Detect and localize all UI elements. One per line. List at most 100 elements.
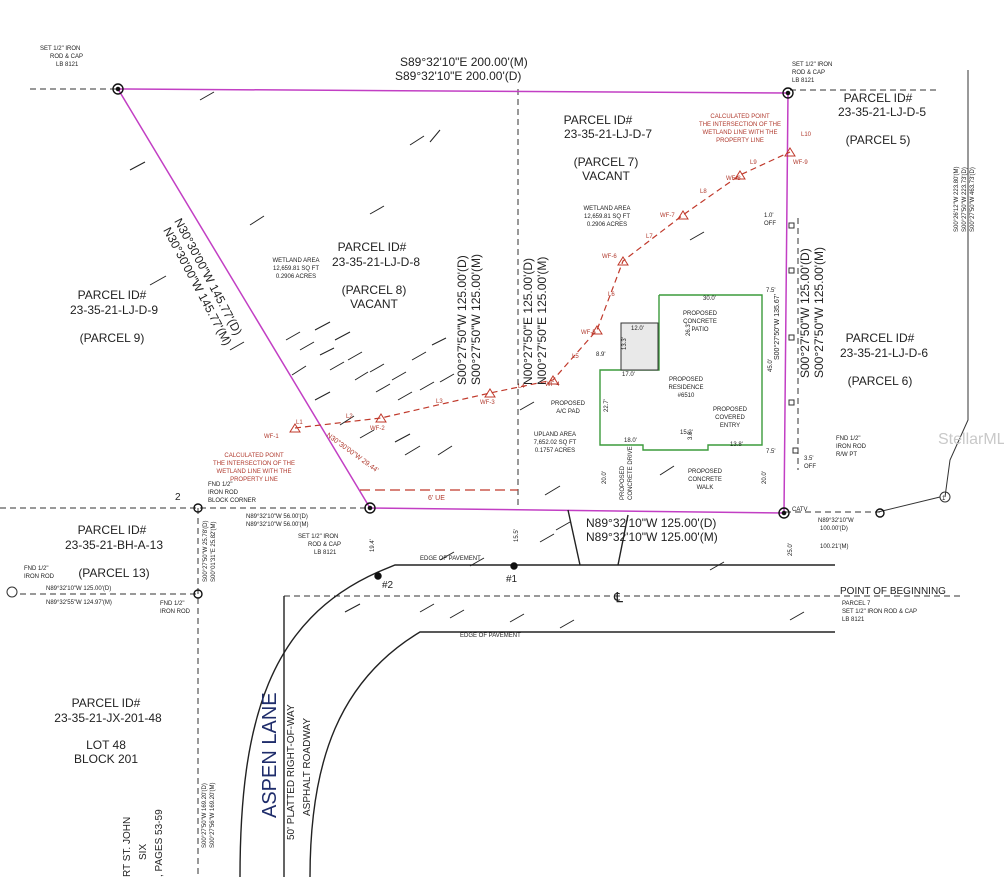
bearing-mid-1: S00°27'50"W 125.00'(D) (455, 255, 469, 385)
dim-18: 18.0' (624, 438, 637, 444)
l6-label: L6 (608, 292, 615, 298)
parcel-6-name: (PARCEL 6) (848, 374, 913, 388)
bearing-north-deed: S89°32'10"E 200.00'(D) (395, 69, 521, 83)
note-wetland-a-3: 0.2906 ACRES (276, 274, 316, 280)
wf-1-label: WF-1 (264, 434, 279, 440)
note-upland-2: 7,652.02 SQ FT (534, 440, 577, 446)
note-edge-2: EDGE OF PAVEMENT (460, 633, 521, 639)
wetland-labels: WF-1 WF-2 WF-3 WF-4 WF-5 WF-6 WF-7 WF-8 … (264, 132, 812, 440)
dim-227: 22.7' (604, 399, 610, 412)
note-entry-1: PROPOSED (713, 407, 748, 413)
l2-label: L2 (346, 414, 353, 420)
parcel-6-id: PARCEL ID# (846, 331, 915, 345)
dim-200a: 20.0' (602, 471, 608, 484)
utility-posts (788, 222, 799, 454)
dim-75a: 7.5' (766, 288, 776, 294)
note-upland-3: 0.1757 ACRES (535, 448, 575, 454)
note-patio-1: PROPOSED (683, 311, 718, 317)
bearing-east-ext-1: N89°32'10"W (818, 518, 854, 524)
note-calc-sw-1: CALCULATED POINT (224, 453, 284, 459)
dim-250: 25.0' (788, 543, 794, 556)
lot-lines (0, 88, 960, 877)
note-off-1: 1.0' (764, 213, 774, 219)
parcel-5-id: PARCEL ID# (844, 91, 913, 105)
note-set-s-2: ROD & CAP (308, 542, 341, 548)
bearing-sw-diag: N30°30'00"W 29.44' (325, 431, 380, 474)
note-set-iron-nw-1: SET 1/2" IRON (40, 46, 80, 52)
road-type: ASPHALT ROADWAY (302, 718, 313, 816)
note-set-s-1: SET 1/2" IRON (298, 534, 338, 540)
plat-reference: RT ST. JOHN SIX , PAGES 53-59 (122, 809, 165, 877)
note-walk-2: CONCRETE (688, 477, 722, 483)
dim-194: 19.4' (370, 539, 376, 552)
note-entry-2: COVERED (715, 415, 745, 421)
parcel-9-num: 23-35-21-LJ-D-9 (70, 303, 158, 317)
lot48-id: PARCEL ID# (72, 696, 141, 710)
note-calc-ne-2: THE INTERSECTION OF THE (699, 122, 781, 128)
bearing-mid-4: N00°27'50"E 125.00'(M) (535, 257, 549, 385)
bearing-far-east-2: S00°27'50"W 223.73'(D) (962, 167, 968, 232)
dim-200b: 20.0' (762, 471, 768, 484)
lot48-num: 23-35-21-JX-201-48 (54, 711, 162, 725)
bearing-lot48-1: S00°27'50"W 169.20'(D) (202, 783, 208, 848)
note-drive-1: PROPOSED (620, 465, 626, 500)
wetland-markers (289, 147, 796, 433)
parcel-7-status: VACANT (582, 169, 630, 183)
note-calc-ne-1: CALCULATED POINT (710, 114, 770, 120)
tree-symbols (129, 91, 805, 629)
note-set-iron-nw-2: ROD & CAP (50, 54, 83, 60)
note-set-iron-ne-2: ROD & CAP (792, 70, 825, 76)
note-pob-4: LB 8121 (842, 617, 865, 623)
note-fnd-rod-2: IRON ROD (208, 490, 239, 496)
note-circle-2: 2 (175, 492, 181, 503)
note-fnd-rw-1: FND 1/2" (836, 436, 860, 442)
dimension-labels: 30.0' 12.0' 45.0' 17.0' 13.3' 22.7' 18.0… (370, 288, 794, 556)
wf-5-label: WF-5 (581, 330, 596, 336)
dim-30b: 3.0' (688, 431, 694, 441)
note-res-3: #6510 (678, 393, 695, 399)
parcel-13-id: PARCEL ID# (78, 523, 147, 537)
l5-label: L5 (572, 354, 579, 360)
bearing-east-1: S00°27'50"W 125.00'(D) (798, 248, 812, 378)
dim-138: 13.8' (730, 442, 743, 448)
note-upland-1: UPLAND AREA (534, 432, 576, 438)
road-name: ASPEN LANE (259, 692, 281, 818)
note-fnd-s-2: IRON ROD (160, 609, 191, 615)
note-wetland-b-2: 12,659.81 SQ FT (584, 214, 630, 220)
far-east-line (6, 70, 969, 598)
bearing-house-diag: S00°27'50"W 135.67' (773, 294, 781, 360)
note-fnd-s-1: FND 1/2" (160, 601, 184, 607)
bearing-far-east-1: S00°26'12"W 223.80'(M) (954, 166, 960, 232)
parcel-6-num: 23-35-21-LJ-D-6 (840, 346, 928, 360)
bearing-south-deed: N89°32'10"W 125.00'(D) (586, 516, 716, 530)
note-edge-1: EDGE OF PAVEMENT (420, 556, 481, 562)
l7-label: L7 (646, 234, 653, 240)
note-set-iron-ne-1: SET 1/2" IRON (792, 62, 832, 68)
monuments (112, 83, 885, 599)
note-ue: 6' UE (428, 495, 445, 502)
note-fnd-rod-1: FND 1/2" (208, 482, 232, 488)
note-patio-2: CONCRETE (683, 319, 717, 325)
wf-2-label: WF-2 (370, 426, 385, 432)
note-m1: #1 (506, 574, 518, 585)
plat-ref-3: , PAGES 53-59 (154, 809, 165, 877)
note-off-2: OFF (764, 221, 776, 227)
bearing-mid-2: S00°27'50"W 125.00'(M) (469, 254, 483, 385)
dim-89: 8.9' (596, 352, 606, 358)
note-walk-1: PROPOSED (688, 469, 723, 475)
bearing-far-east-3: S00°27'50"W 463.73'(D) (970, 167, 976, 232)
note-circle-1: 1 (942, 496, 946, 502)
note-pob-3: SET 1/2" IRON ROD & CAP (842, 609, 917, 615)
parcel-8-status: VACANT (350, 297, 398, 311)
bearing-east-2: S00°27'50"W 125.00'(M) (812, 247, 826, 378)
bearing-west-lot-2: S00°01'31"E 25.82'(M) (211, 521, 217, 582)
note-m2: #2 (382, 580, 394, 591)
l8-label: L8 (700, 189, 707, 195)
note-wetland-b-3: 0.2906 ACRES (587, 222, 627, 228)
l10-label: L10 (801, 132, 812, 138)
note-off-3: 3.5' (804, 456, 814, 462)
note-ac-2: A/C PAD (556, 409, 580, 415)
note-ac-1: PROPOSED (551, 401, 586, 407)
bearing-north-measured: S89°32'10"E 200.00'(M) (400, 55, 528, 69)
wf-3-label: WF-3 (480, 400, 495, 406)
